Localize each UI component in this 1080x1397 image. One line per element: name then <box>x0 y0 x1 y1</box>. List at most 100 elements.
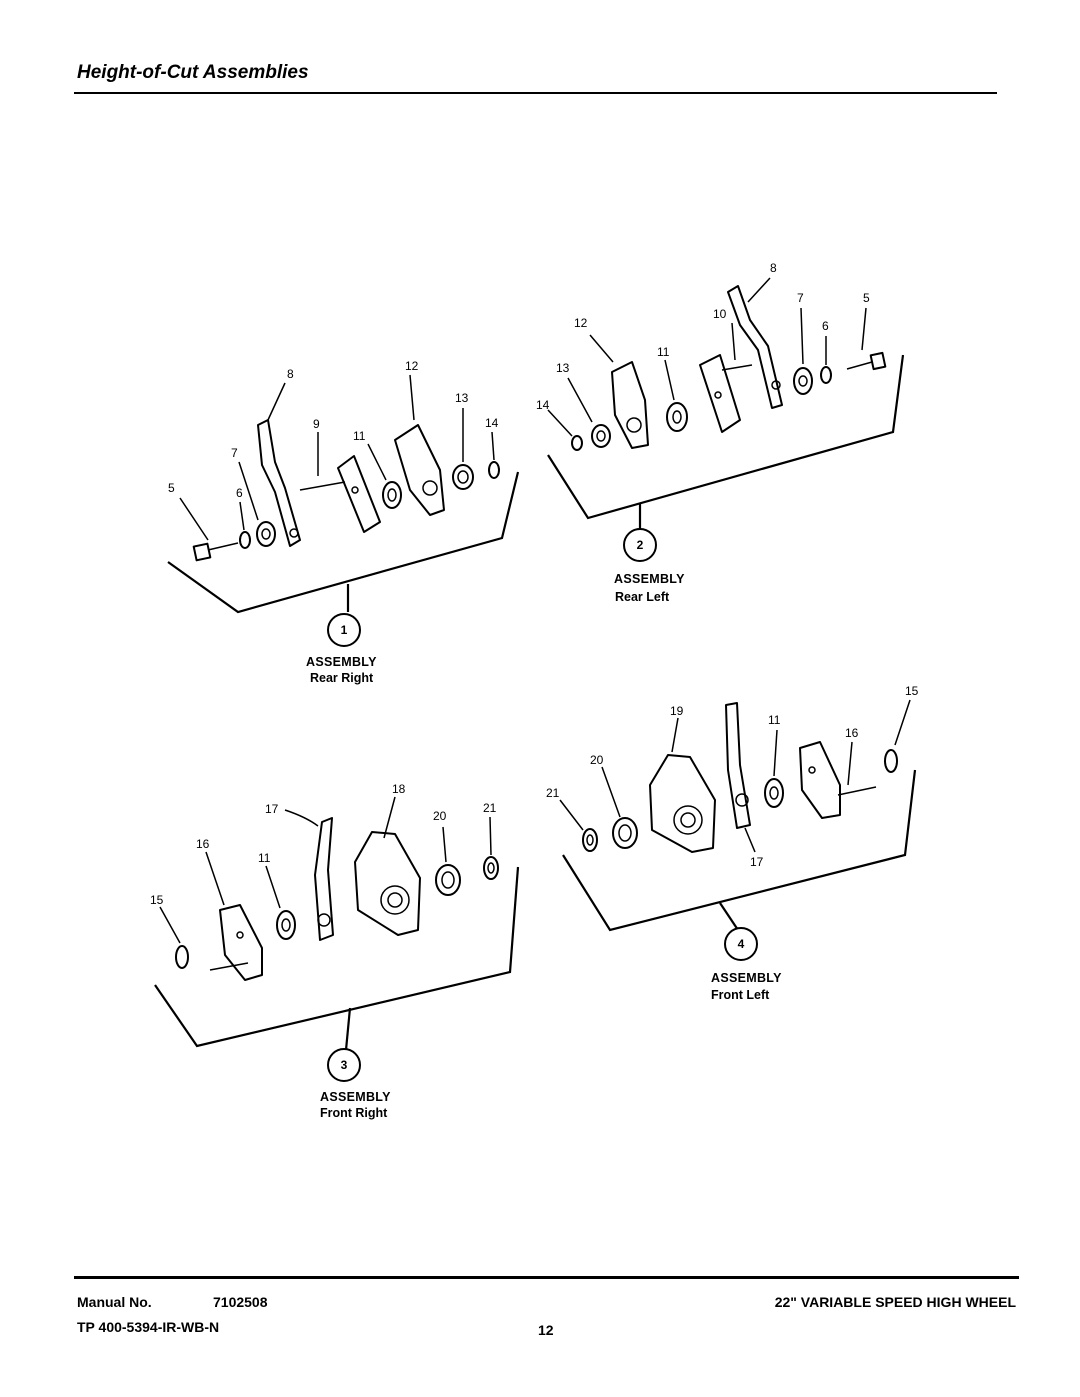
assembly-1-heading: ASSEMBLY <box>306 655 377 669</box>
callout-label: 15 <box>150 893 164 907</box>
leader-line <box>159 906 181 944</box>
leader-line <box>489 816 492 856</box>
assembly-3-leader <box>344 1007 352 1051</box>
callout-label: 10 <box>713 307 727 321</box>
nut-part <box>571 435 583 451</box>
callout-label: 5 <box>168 481 175 495</box>
page-number: 12 <box>538 1322 554 1338</box>
callout-label: 13 <box>556 361 570 375</box>
leader-line <box>238 461 259 521</box>
callout-label: 12 <box>405 359 419 373</box>
axle-bracket-part <box>799 741 877 819</box>
assembly-4-heading: ASSEMBLY <box>711 971 782 985</box>
tp-code: TP 400-5394-IR-WB-N <box>77 1319 220 1335</box>
callout-label: 21 <box>546 786 560 800</box>
assembly-4-badge <box>724 927 758 961</box>
lock-washer-part <box>239 531 251 549</box>
leader-line <box>284 809 319 827</box>
lock-washer-part <box>820 366 832 384</box>
assembly-3-group: 3 ASSEMBLY Front Right <box>150 782 520 1120</box>
callout-label: 18 <box>392 782 406 796</box>
assembly-1-group: 1 ASSEMBLY Rear Right <box>167 359 520 685</box>
callout-label: 19 <box>670 704 684 718</box>
callout-label: 15 <box>905 684 919 698</box>
adjuster-lever-part <box>725 702 751 829</box>
assembly-4-bracket <box>562 769 917 932</box>
callout-label: 20 <box>433 809 447 823</box>
callout-label: 11 <box>353 429 366 443</box>
leader-line <box>800 307 804 365</box>
assembly-1-number: 1 <box>341 623 348 637</box>
adjuster-lever-part <box>727 285 783 409</box>
footer-divider <box>74 1276 1019 1279</box>
callout-label: 6 <box>822 319 829 333</box>
leader-line <box>267 382 286 421</box>
assembly-4-group: 4 ASSEMBLY Front Left <box>546 684 919 1002</box>
callout-label: 5 <box>863 291 870 305</box>
leader-line <box>179 497 209 541</box>
callout-label: 7 <box>231 446 238 460</box>
callout-label: 16 <box>196 837 210 851</box>
callout-label: 11 <box>258 851 271 865</box>
assembly-4-number: 4 <box>738 937 745 951</box>
bushing-part <box>435 864 461 896</box>
retaining-ring-part <box>884 749 898 773</box>
assembly-4-leader <box>719 902 739 931</box>
leader-line <box>442 826 447 863</box>
nut-part <box>582 828 598 852</box>
callout-label: 12 <box>574 316 588 330</box>
callout-label: 20 <box>590 753 604 767</box>
assembly-3-number: 3 <box>341 1058 348 1072</box>
assembly-2-badge <box>623 528 657 562</box>
assembly-1-position: Rear Right <box>310 671 374 685</box>
height-plate-part <box>394 424 445 516</box>
assembly-1-bracket <box>167 471 520 614</box>
assembly-2-bracket <box>547 354 905 520</box>
model-name: 22" VARIABLE SPEED HIGH WHEEL <box>774 1294 1016 1310</box>
callout-label: 8 <box>770 261 777 275</box>
leader-line <box>747 277 771 303</box>
leader-line <box>265 865 281 909</box>
callout-label: 14 <box>536 398 550 412</box>
callout-label: 6 <box>236 486 243 500</box>
callout-label: 17 <box>750 855 764 869</box>
leader-line <box>367 443 387 481</box>
bushing-part <box>452 464 474 490</box>
retaining-ring-part <box>175 945 189 969</box>
leader-line <box>847 741 853 786</box>
assembly-2-position: Rear Left <box>615 590 670 604</box>
height-plate-part <box>354 831 421 936</box>
nut-part <box>488 461 500 479</box>
leader-line <box>664 359 675 401</box>
adjuster-lever-part <box>314 817 334 941</box>
leader-line <box>567 377 593 423</box>
leader-line <box>491 431 495 461</box>
leader-line <box>861 307 867 351</box>
adjuster-lever-part <box>257 419 301 547</box>
title-divider <box>74 92 997 94</box>
assembly-3-badge <box>327 1048 361 1082</box>
callout-label: 16 <box>845 726 859 740</box>
leader-line <box>744 827 756 853</box>
washer-part <box>666 402 688 432</box>
washer-part <box>276 910 296 940</box>
page-title: Height-of-Cut Assemblies <box>77 62 309 83</box>
flat-washer-part <box>793 367 813 395</box>
callout-label: 17 <box>265 802 279 816</box>
leader-line <box>205 851 225 906</box>
assembly-4-position: Front Left <box>711 988 770 1002</box>
callout-label: 7 <box>797 291 804 305</box>
height-plate-part <box>649 754 716 853</box>
bushing-part <box>591 424 611 448</box>
leader-line <box>773 729 778 777</box>
leader-line <box>671 717 679 753</box>
axle-bracket-part <box>699 354 753 433</box>
manual-number: 7102508 <box>213 1294 268 1310</box>
callout-label: 11 <box>768 713 781 727</box>
height-plate-part <box>611 361 649 449</box>
leader-line <box>731 322 736 361</box>
leader-line <box>601 766 621 818</box>
callout-label: 11 <box>657 345 670 359</box>
callout-label: 21 <box>483 801 497 815</box>
washer-part <box>382 481 402 509</box>
